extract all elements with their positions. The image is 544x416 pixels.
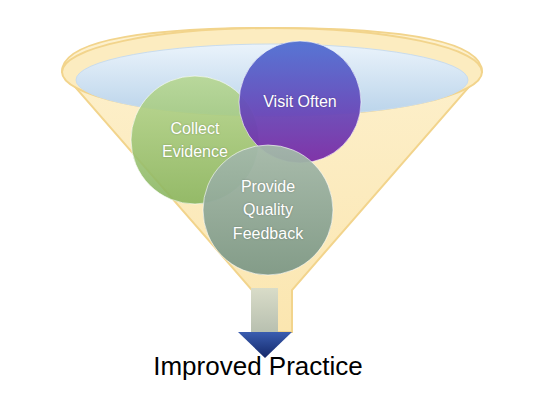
outcome-label: Improved Practice <box>58 351 458 382</box>
visit-circle: Visit Often <box>238 40 362 164</box>
node-text: Visit Often <box>255 90 345 113</box>
feedback-circle: Provide Quality Feedback <box>202 144 334 276</box>
node-text: Collect Evidence <box>145 117 245 163</box>
funnel-body <box>62 28 482 332</box>
arrow-shaft <box>251 288 278 332</box>
node-text: Provide Quality Feedback <box>218 175 318 245</box>
